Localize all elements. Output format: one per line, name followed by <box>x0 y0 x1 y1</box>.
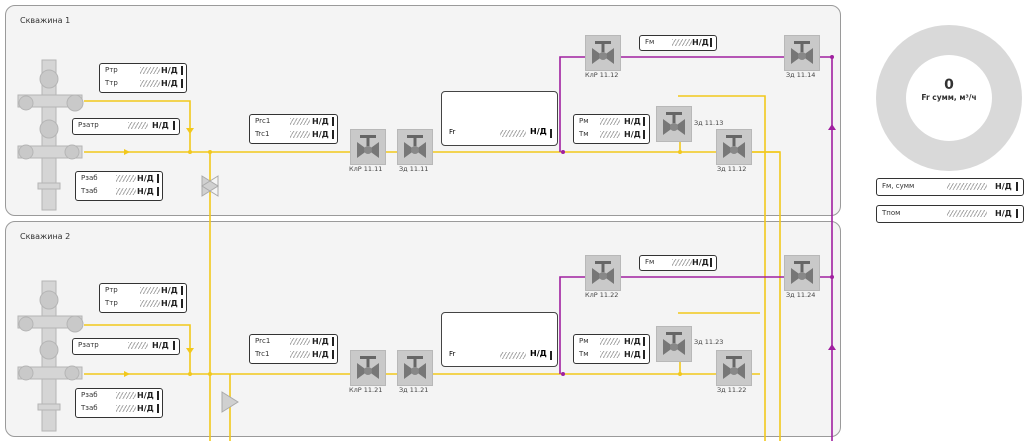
gas-flow-display: Fr Н/Д <box>441 91 558 146</box>
valve-icon <box>592 261 614 284</box>
valve-label: КлР 11.12 <box>585 71 619 79</box>
total-flow-value: 0 <box>944 77 954 93</box>
valve-label: Зд 11.11 <box>399 165 429 173</box>
gas-line <box>678 95 766 441</box>
flow-arrow-icon <box>186 128 194 134</box>
valve-zd-11-12[interactable] <box>716 129 752 165</box>
gas-flow-label: Fr <box>449 128 456 136</box>
valve-zd-11-11[interactable] <box>397 129 433 165</box>
valve-zd-11-22[interactable] <box>716 350 752 386</box>
well-2-title: Скважина 2 <box>20 232 71 241</box>
valve-icon <box>723 356 745 379</box>
valve-zd-11-24[interactable] <box>784 255 820 291</box>
valve-icon <box>663 112 685 135</box>
valve-label: КлР 11.21 <box>349 386 383 394</box>
valve-icon <box>404 135 426 158</box>
gas-flow-value: Н/Д <box>530 127 547 136</box>
valve-label: Зд 11.24 <box>786 291 816 299</box>
gas-flow-label: Fr <box>449 350 456 358</box>
valve-zd-11-23[interactable] <box>656 326 692 362</box>
valve-icon <box>791 261 813 284</box>
valve-krp-11-12[interactable] <box>585 35 621 71</box>
valve-icon <box>357 356 379 379</box>
methanol-line <box>559 276 832 374</box>
flow-arrow-icon <box>186 348 194 354</box>
valve-krp-11-21[interactable] <box>350 350 386 386</box>
valve-label: КлР 11.22 <box>585 291 619 299</box>
valve-zd-11-21[interactable] <box>397 350 433 386</box>
flow-arrow-icon <box>828 124 836 130</box>
total-flow-gauge: 0 Fr сумм, м³/ч <box>876 25 1022 171</box>
gas-line <box>84 324 191 374</box>
flow-arrow-icon <box>124 371 130 377</box>
valve-icon <box>791 41 813 64</box>
valve-icon <box>357 135 379 158</box>
valve-icon <box>404 356 426 379</box>
valve-zd-11-14[interactable] <box>784 35 820 71</box>
valve-icon <box>592 41 614 64</box>
methanol-line <box>559 56 833 441</box>
valve-label: Зд 11.13 <box>694 119 724 127</box>
valve-icon <box>663 332 685 355</box>
total-flow-label: Fr сумм, м³/ч <box>921 93 977 102</box>
valve-krp-11-22[interactable] <box>585 255 621 291</box>
bypass-valve-icon <box>201 175 239 413</box>
valve-label: Зд 11.21 <box>399 386 429 394</box>
valve-icon <box>723 135 745 158</box>
gas-line <box>84 100 191 152</box>
flow-arrow-icon <box>828 344 836 350</box>
valve-label: Зд 11.23 <box>694 338 724 346</box>
wellhead-icon <box>17 280 84 432</box>
gas-line <box>733 151 781 441</box>
valve-label: Зд 11.14 <box>786 71 816 79</box>
gas-flow-value: Н/Д <box>530 349 547 358</box>
wellhead-icon <box>17 59 84 211</box>
flow-arrow-icon <box>124 149 130 155</box>
gas-flow-display: Fr Н/Д <box>441 312 558 367</box>
valve-label: КлР 11.11 <box>349 165 383 173</box>
valve-label: Зд 11.12 <box>717 165 747 173</box>
valve-krp-11-11[interactable] <box>350 129 386 165</box>
well-1-title: Скважина 1 <box>20 16 71 25</box>
valve-zd-11-13[interactable] <box>656 106 692 142</box>
valve-label: Зд 11.22 <box>717 386 747 394</box>
